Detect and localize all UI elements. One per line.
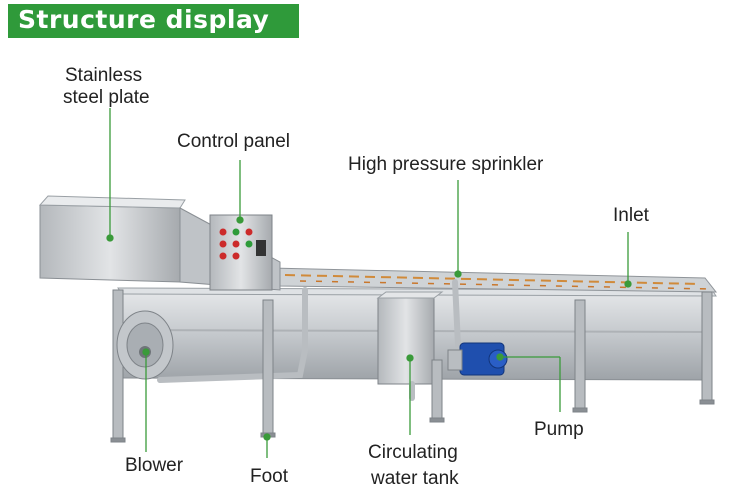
water-tank-box: [376, 291, 444, 385]
circulating-water-tank-label: Circulating: [368, 442, 458, 463]
title-banner: Structure display: [8, 4, 299, 38]
blower-unit: [116, 310, 174, 380]
stainless-steel-plate-label-line2: steel plate: [63, 87, 150, 108]
leader-lines: [106, 108, 632, 458]
pump-label: Pump: [534, 419, 584, 440]
control-panel-label: Control panel: [177, 131, 291, 152]
circulating-water-tank-label-line2: water tank: [371, 468, 459, 489]
stainless-steel-plate-label: Stainless: [65, 65, 143, 86]
page-title: Structure display: [18, 5, 270, 34]
inlet-label: Inlet: [613, 205, 649, 226]
control-panel-box: [209, 214, 273, 291]
foot-label: Foot: [250, 466, 289, 487]
blower-label: Blower: [125, 455, 184, 476]
high-pressure-sprinkler-label: High pressure sprinkler: [348, 154, 544, 175]
